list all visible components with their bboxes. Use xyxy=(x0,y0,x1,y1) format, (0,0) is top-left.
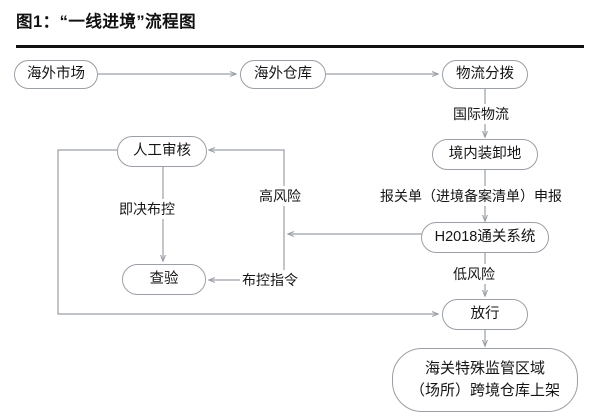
node-overseas-warehouse[interactable]: 海外仓库 xyxy=(240,60,326,89)
edge-label-high-risk: 高风险 xyxy=(257,186,303,206)
node-logistics-sorting[interactable]: 物流分拨 xyxy=(442,60,528,89)
edge-label-international-logistics: 国际物流 xyxy=(451,104,511,124)
node-bonded-warehouse[interactable]: 海关特殊监管区域 （场所）跨境仓库上架 xyxy=(392,348,578,412)
title-divider xyxy=(16,45,584,48)
node-h2018-system[interactable]: H2018通关系统 xyxy=(421,222,549,253)
node-domestic-loading[interactable]: 境内装卸地 xyxy=(432,139,538,170)
edge-manual-review-to-release xyxy=(57,149,438,314)
edge-label-low-risk: 低风险 xyxy=(451,264,497,284)
edge-label-immediate-control: 即决布控 xyxy=(117,199,177,219)
node-manual-review[interactable]: 人工审核 xyxy=(117,136,207,167)
edge-label-customs-declaration: 报关单（进境备案清单）申报 xyxy=(378,186,564,206)
node-inspection[interactable]: 查验 xyxy=(122,264,206,295)
edge-label-control-order: 布控指令 xyxy=(240,270,300,290)
page-title: 图1：“一线进境”流程图 xyxy=(16,13,197,31)
node-release[interactable]: 放行 xyxy=(442,299,528,330)
node-overseas-market[interactable]: 海外市场 xyxy=(14,60,98,89)
edge-highrisk-to-manual-review xyxy=(209,150,285,234)
